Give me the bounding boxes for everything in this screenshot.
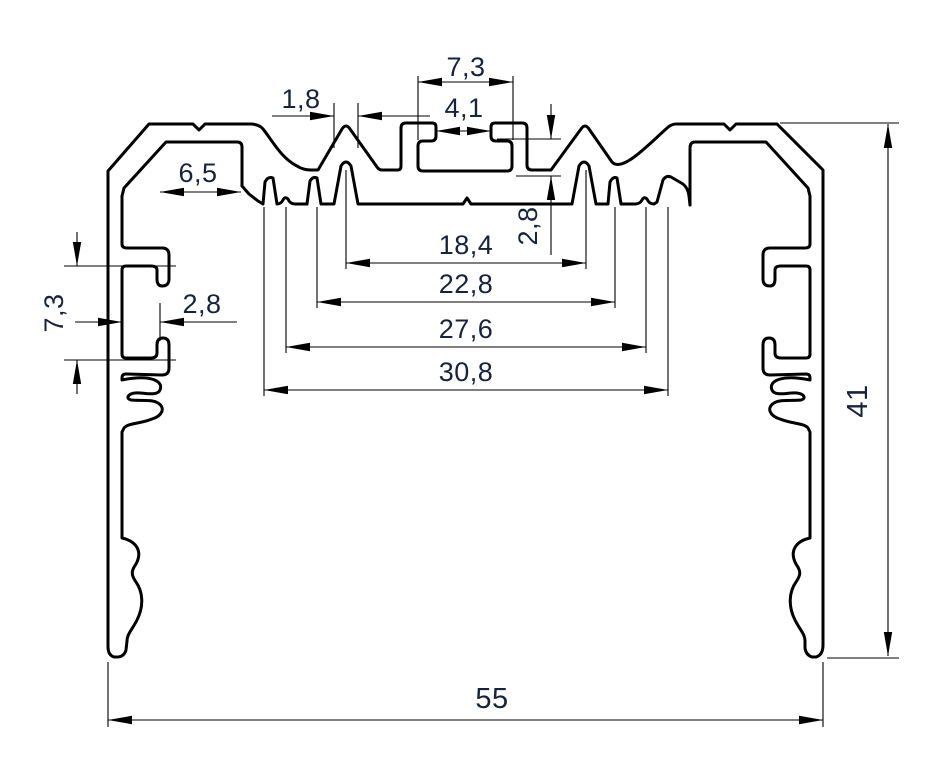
dim-ridge-spacing: 18,4 — [345, 170, 587, 269]
dim-ridge-tip-width-label: 1,8 — [281, 84, 320, 114]
dim-side-slot-height-label: 7,3 — [39, 293, 69, 332]
dim-channel-opening: 4,1 — [436, 93, 491, 136]
dim-groove-span-outer-label: 27,6 — [439, 314, 494, 344]
dim-groove-span-mid-label: 22,8 — [439, 269, 494, 299]
dim-channel-lip-depth-label: 2,8 — [513, 206, 543, 245]
dim-groove-span-outer: 27,6 — [285, 207, 647, 353]
dim-channel-lip-depth: 2,8 — [497, 104, 561, 255]
profile-right-wall-inner — [688, 140, 812, 643]
dim-groove-span-full-label: 30,8 — [439, 357, 494, 387]
dim-side-slot-height: 7,3 — [39, 232, 176, 394]
dim-side-slot-depth-label: 2,8 — [182, 289, 221, 319]
profile-outer-contour — [106, 121, 825, 659]
dim-overall-height-label: 41 — [842, 384, 874, 417]
dim-overall-width-label: 55 — [475, 683, 508, 715]
dim-left-recess-width: 6,5 — [160, 158, 241, 197]
dim-ridge-tip-width: 1,8 — [272, 84, 430, 148]
dim-overall-width: 55 — [107, 662, 824, 727]
dim-channel-opening-label: 4,1 — [444, 93, 483, 123]
dim-ridge-spacing-label: 18,4 — [439, 230, 494, 260]
dim-overall-height: 41 — [780, 122, 899, 659]
dim-top-channel-width-label: 7,3 — [446, 52, 485, 82]
profile-shelf-teeth — [240, 160, 692, 207]
profile-outline — [106, 121, 825, 659]
dim-left-recess-width-label: 6,5 — [178, 158, 217, 188]
dim-groove-span-full: 30,8 — [263, 207, 669, 396]
profile-left-wall-inner — [120, 140, 244, 643]
dim-top-channel-width: 7,3 — [417, 52, 514, 140]
dim-side-slot-depth: 2,8 — [75, 289, 237, 341]
dim-groove-span-mid: 22,8 — [316, 207, 616, 308]
